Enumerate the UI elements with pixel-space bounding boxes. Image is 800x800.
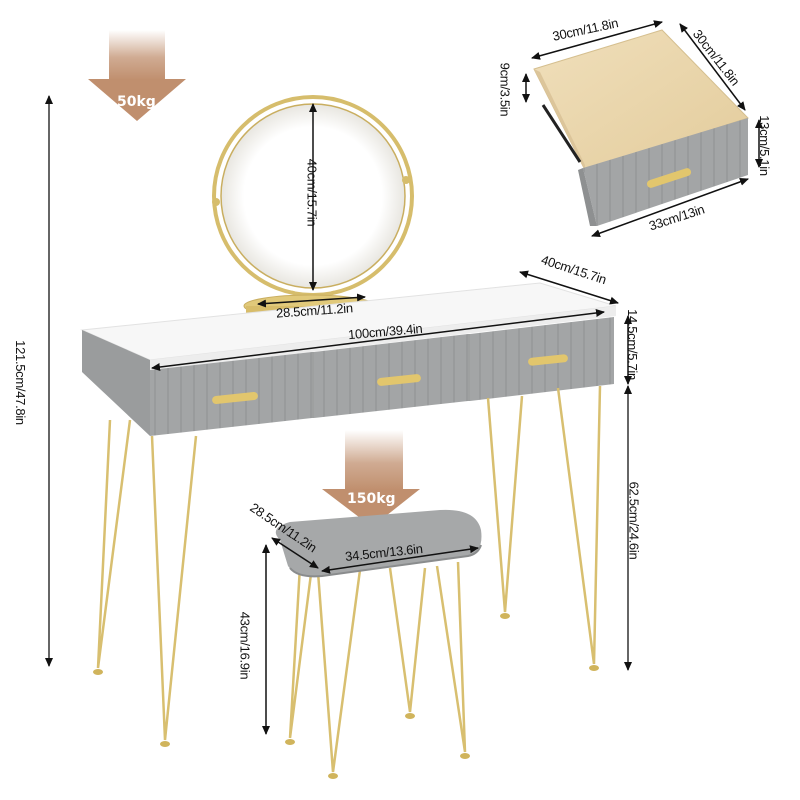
load-arrow-table-icon bbox=[88, 30, 186, 121]
overall-height-label: 121.5cm/47.8in bbox=[12, 340, 28, 425]
stool-load-label: 150kg bbox=[347, 491, 396, 507]
apron-height-label: 14.5cm/5.7in bbox=[624, 309, 640, 380]
stool-height-label: 43cm/16.9in bbox=[237, 611, 253, 680]
load-arrow-stool-icon bbox=[322, 430, 420, 527]
leg-height-label: 62.5cm/24.6in bbox=[626, 481, 642, 560]
mirror-height-label: 40cm/15.7in bbox=[304, 158, 320, 227]
drawer-front-height-label: 13cm/5.1in bbox=[756, 115, 772, 176]
vanity-table bbox=[80, 270, 632, 747]
drawer-detail bbox=[522, 20, 763, 238]
table-load-label: 50kg bbox=[117, 94, 156, 110]
stool bbox=[262, 509, 482, 779]
drawer-inner-height-label: 9cm/3.5in bbox=[497, 62, 513, 117]
